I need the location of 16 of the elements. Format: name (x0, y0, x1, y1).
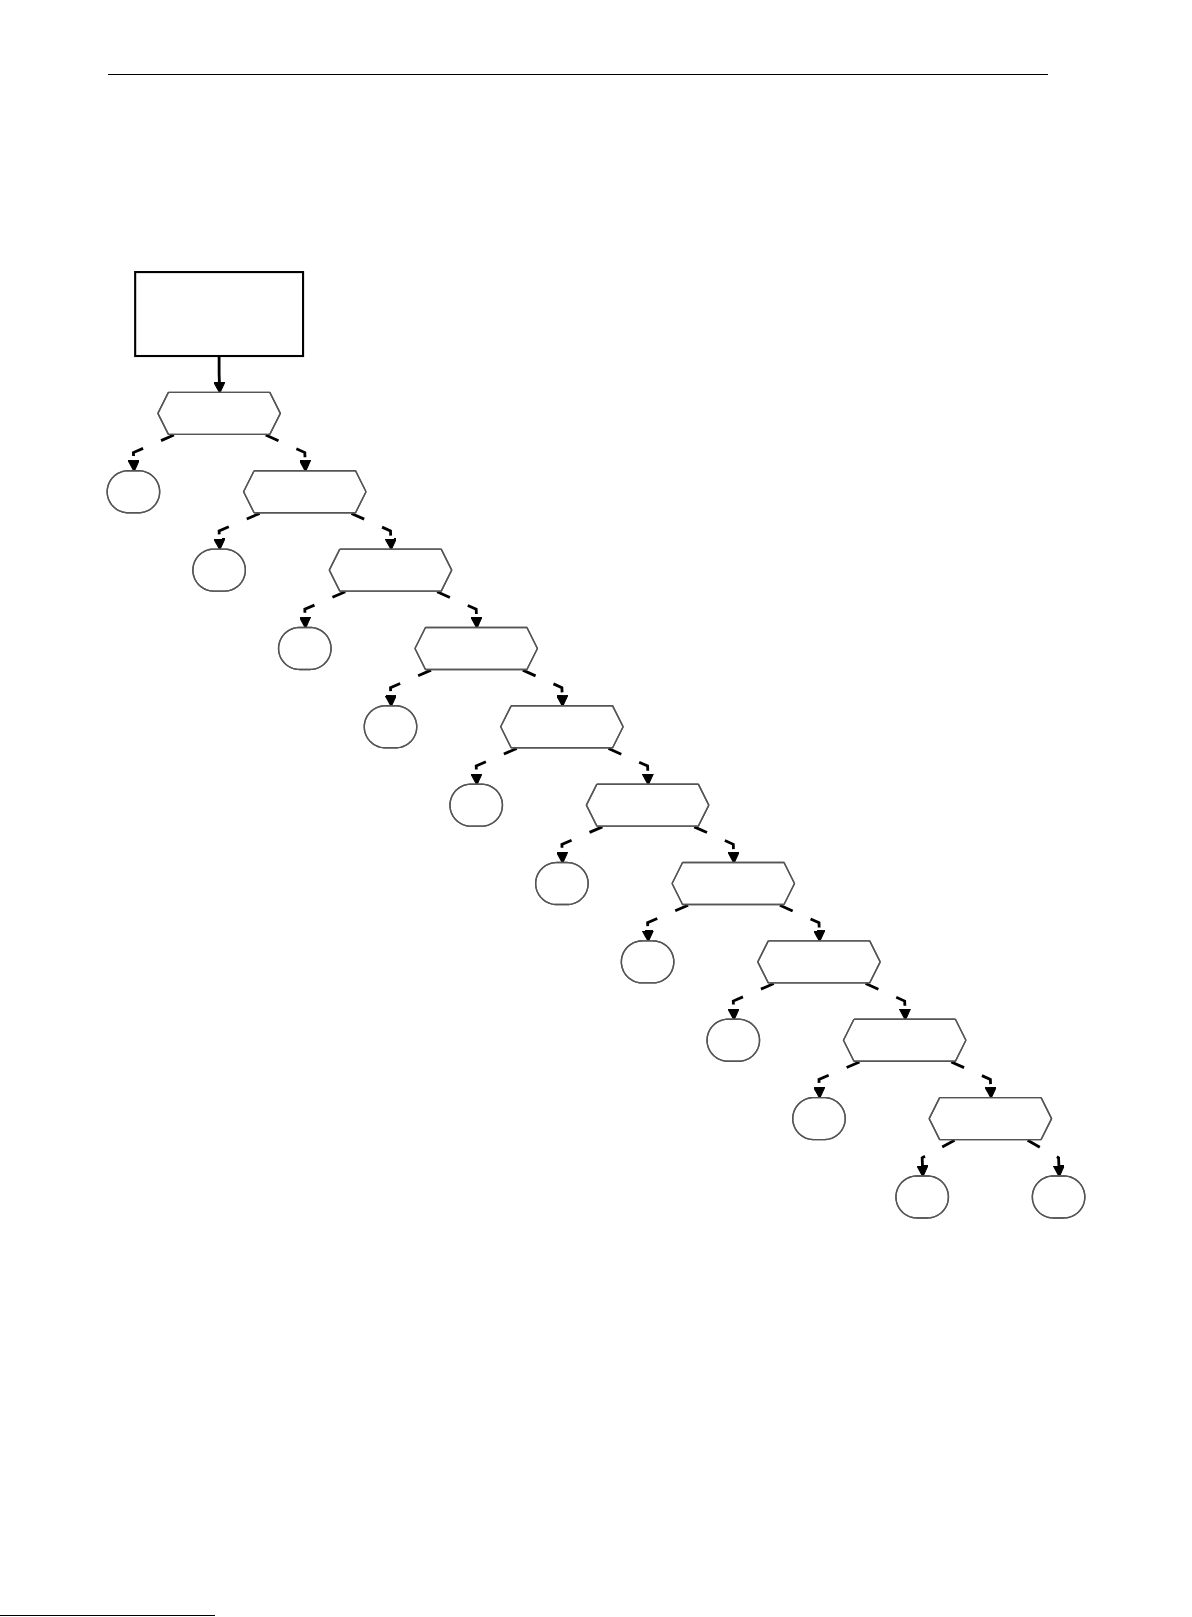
arrow (950, 1060, 997, 1099)
arrow (213, 356, 226, 394)
arrow (865, 982, 912, 1021)
arrow (213, 512, 261, 551)
arrow (470, 747, 518, 786)
arrow (727, 982, 775, 1021)
node-box (134, 271, 305, 358)
arrow (813, 1060, 861, 1099)
arrow (436, 590, 483, 629)
arrow (556, 825, 603, 864)
arrow (298, 590, 346, 629)
arrow (693, 825, 740, 864)
arrow (607, 747, 655, 786)
arrow (265, 433, 312, 472)
arrow (350, 512, 397, 551)
arrow (127, 433, 175, 472)
